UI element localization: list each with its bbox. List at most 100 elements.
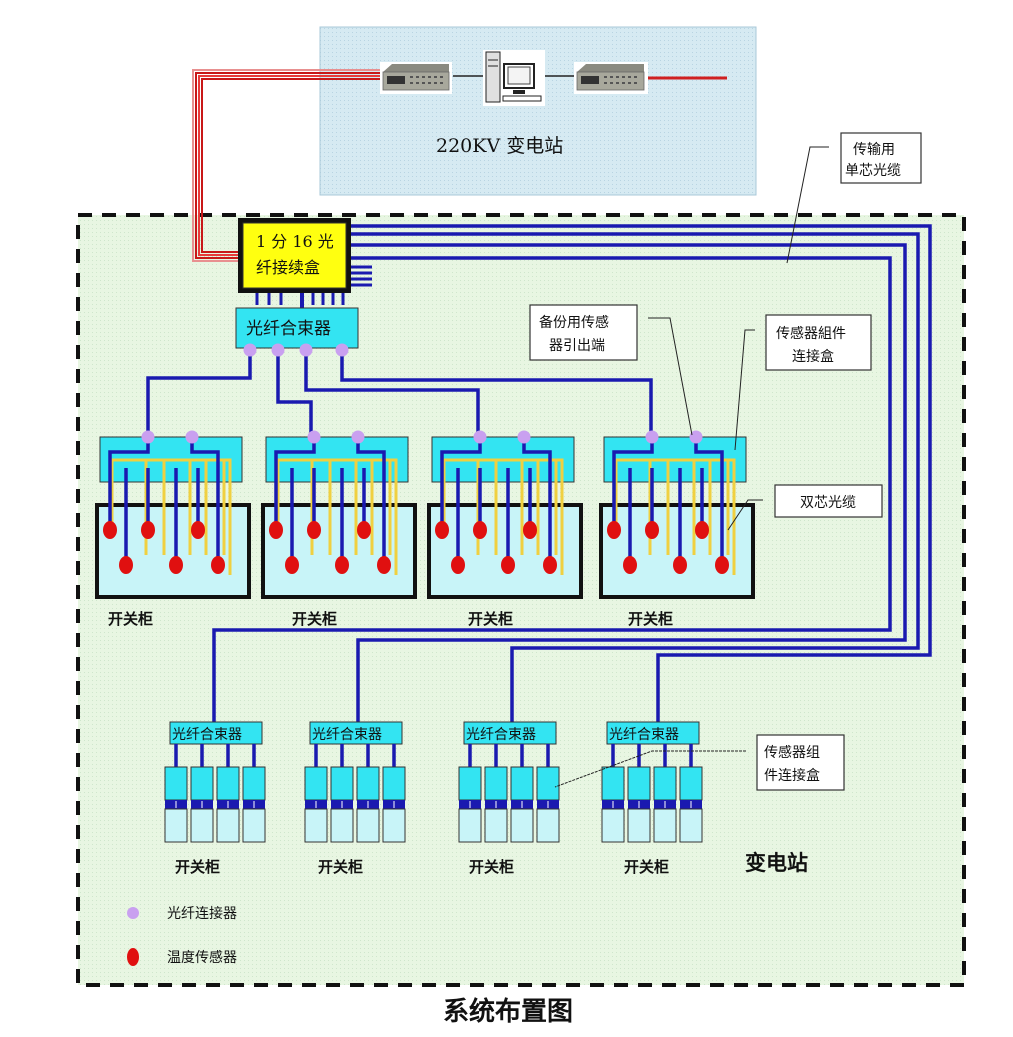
dual-core-fiber — [110, 458, 232, 575]
sensor-component-box — [164, 766, 188, 801]
fiber-connector-icon — [185, 430, 199, 444]
sensor-component-box — [304, 766, 328, 801]
temperature-sensor-icon — [673, 556, 687, 574]
switchgear-label: 开关柜 — [624, 858, 669, 876]
callout-sensor-box-top: 传感器組件 连接盒 — [734, 314, 872, 451]
switchgear-module — [304, 808, 328, 843]
sensor-component-box — [510, 766, 534, 801]
fiber-connector-icon — [351, 430, 365, 444]
transmission-cable — [351, 243, 907, 722]
splice-box: 1 分 16 光 纤接续盒 — [238, 218, 351, 293]
switchgear-module — [627, 808, 651, 843]
fiber-line — [612, 440, 654, 530]
combiner-routing — [146, 350, 653, 437]
substation-220kv-label: 220KV 变电站 — [436, 135, 563, 157]
fiber-connector-icon — [299, 343, 313, 357]
switchgear-label: 开关柜 — [468, 610, 513, 628]
fiber-connector-icon — [689, 430, 703, 444]
switchgear-group-top: 开关柜 — [599, 430, 755, 628]
temperature-sensor-icon — [451, 556, 465, 574]
transmission-cables — [212, 224, 932, 722]
switchgear-module — [382, 808, 406, 843]
fiber-connector-icon — [645, 430, 659, 444]
temperature-sensor-icon — [127, 948, 139, 966]
switchgear-module — [242, 808, 266, 843]
temperature-sensor-icon — [191, 521, 205, 539]
sensor-component-box — [458, 766, 482, 801]
switchgear-label: 开关柜 — [108, 610, 153, 628]
dual-core-fiber — [276, 458, 398, 575]
callout-transmission-line1: 传输用 — [853, 142, 895, 158]
switchgear-label: 开关柜 — [175, 858, 220, 876]
callout-backup-line2: 器引出端 — [549, 338, 605, 354]
main-combiner-label: 光纤合束器 — [246, 319, 331, 339]
callout-sensorbox2-line2: 件连接盒 — [764, 767, 820, 784]
sensor-component-box — [679, 766, 703, 801]
callout-transmission-cable: 传输用 单芯光缆 — [786, 132, 922, 264]
main-combiner: 光纤合束器 — [235, 307, 359, 349]
demodulator-right-icon — [574, 62, 648, 94]
combiner-label: 光纤合束器 — [609, 727, 679, 743]
combiner-box — [463, 721, 557, 745]
fiber-connector-icon — [127, 907, 139, 919]
diagram-caption: 系统布置图 — [443, 996, 573, 1027]
callout-transmission-line2: 单芯光缆 — [845, 163, 901, 179]
sensor-component-box — [382, 766, 406, 801]
fiber-connector-icon — [141, 430, 155, 444]
temperature-sensor-icon — [473, 521, 487, 539]
legend: 光纤连接器 温度传感器 — [127, 905, 237, 966]
callout-sensorbox2-line1: 传感器组 — [764, 744, 820, 761]
substation-label: 变电站 — [745, 851, 808, 875]
sensor-component-box — [536, 766, 560, 801]
switchgear-cabinet — [599, 503, 755, 599]
temperature-sensor-icon — [141, 521, 155, 539]
fiber-connector-icon — [243, 343, 257, 357]
fiber-line — [108, 440, 150, 530]
switchgear-module — [484, 808, 508, 843]
temperature-sensor-icon — [715, 556, 729, 574]
sensor-component-box — [356, 766, 380, 801]
temperature-sensor-icon — [523, 521, 537, 539]
switchgear-cabinet — [95, 503, 251, 599]
switchgear-module — [601, 808, 625, 843]
sensor-component-box — [330, 766, 354, 801]
switchgear-module — [458, 808, 482, 843]
fiber-line — [274, 440, 316, 530]
sensor-component-box — [627, 766, 651, 801]
temperature-sensor-icon — [335, 556, 349, 574]
fiber-connector-icon — [307, 430, 321, 444]
switchgear-module — [330, 808, 354, 843]
legend-fiber-connector-label: 光纤连接器 — [167, 905, 237, 922]
temperature-sensor-icon — [623, 556, 637, 574]
sensor-component-box — [190, 766, 214, 801]
temperature-sensor-icon — [435, 521, 449, 539]
temperature-sensor-icon — [269, 521, 283, 539]
switchgear-group-top: 开关柜 — [261, 430, 417, 628]
callout-dual-core: 双芯光缆 — [727, 484, 883, 531]
sensor-component-box — [653, 766, 677, 801]
switchgear-module — [510, 808, 534, 843]
switchgear-module — [679, 808, 703, 843]
temperature-sensor-icon — [357, 521, 371, 539]
dual-core-fiber — [442, 458, 564, 575]
legend-temperature-sensor: 温度传感器 — [127, 948, 237, 966]
switchgear-module — [356, 808, 380, 843]
switchgear-module — [216, 808, 240, 843]
legend-temperature-sensor-label: 温度传感器 — [167, 949, 237, 966]
temperature-sensor-icon — [501, 556, 515, 574]
fiber-line — [522, 440, 552, 565]
demodulator-left-icon — [380, 62, 452, 94]
red-fiber-bundle — [192, 69, 380, 262]
temperature-sensor-icon — [307, 521, 321, 539]
splice-box-line2: 纤接续盒 — [256, 258, 320, 277]
combiner-label: 光纤合束器 — [312, 727, 382, 743]
combiner-box — [606, 721, 700, 745]
temperature-sensor-icon — [169, 556, 183, 574]
combiner-label: 光纤合束器 — [172, 727, 242, 743]
transmission-cable — [212, 256, 892, 722]
